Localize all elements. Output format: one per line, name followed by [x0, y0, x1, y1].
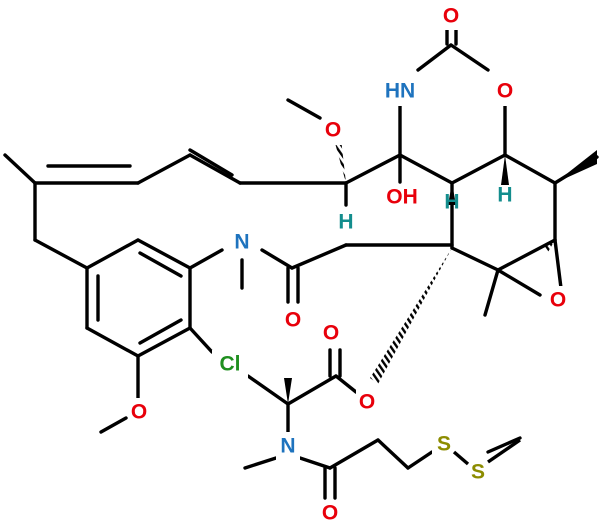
atom-h-c10: H: [338, 211, 353, 234]
atom-s2: S: [471, 461, 485, 484]
atom-o-ester: O: [359, 391, 375, 414]
atom-o-carbonyl-top: O: [443, 5, 459, 28]
atom-o-methoxy-top: O: [325, 119, 341, 142]
atom-h-c3: H: [444, 191, 459, 214]
atom-labels: O HN O O OH H H H N O O Cl O O O N S S O: [128, 2, 569, 525]
atom-o-epoxide: O: [550, 289, 566, 312]
atom-nh-ring: HN: [385, 80, 415, 103]
atom-o-amide-ring: O: [285, 309, 301, 332]
atom-s1: S: [437, 433, 451, 456]
atom-h-c5: H: [497, 184, 512, 207]
atom-o-ring: O: [497, 80, 513, 103]
atom-o-ester-carbonyl: O: [323, 322, 339, 345]
solid-wedges: [284, 150, 597, 404]
atom-cl: Cl: [220, 353, 241, 376]
atom-o-side-amide: O: [322, 502, 338, 525]
bond-lines: [3, 15, 599, 500]
atom-oh: OH: [386, 186, 418, 209]
atom-n-amide-ring: N: [234, 231, 249, 254]
atom-n-side: N: [280, 435, 295, 458]
atom-o-methoxy-aryl: O: [131, 401, 147, 424]
